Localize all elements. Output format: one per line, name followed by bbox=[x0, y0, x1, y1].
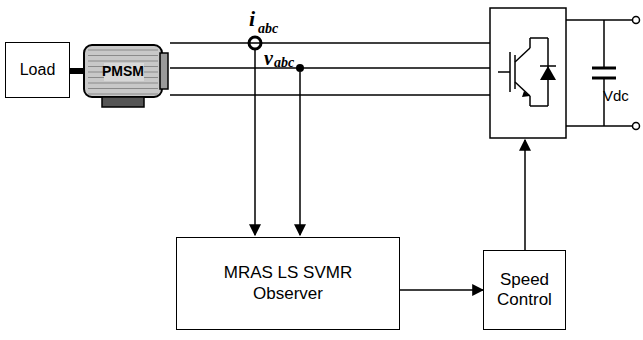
diode-symbol bbox=[540, 66, 556, 80]
motor-shaft bbox=[70, 68, 84, 74]
signal-subscript: abc bbox=[258, 22, 278, 36]
load-box: Load bbox=[5, 42, 70, 98]
capacitor-plate bbox=[592, 77, 616, 80]
voltage-signal-arrow bbox=[299, 72, 301, 235]
motor-fin bbox=[88, 61, 158, 62]
capacitor-plate bbox=[592, 67, 616, 70]
motor-fin bbox=[88, 50, 158, 51]
node-text: MRAS LS SVMR Observer bbox=[208, 263, 368, 304]
voltage-tap bbox=[296, 64, 304, 72]
gate-signal-arrow bbox=[524, 140, 526, 250]
dc-terminal bbox=[633, 17, 640, 24]
node-text: Speed Control bbox=[490, 270, 560, 311]
motor-endcap bbox=[160, 53, 168, 89]
dc-terminal bbox=[633, 123, 640, 130]
voltage-label: Vdc bbox=[603, 88, 629, 103]
motor-foot bbox=[102, 97, 144, 107]
signal-subscript: abc bbox=[274, 56, 294, 70]
motor-fin bbox=[88, 83, 158, 84]
phase-wires bbox=[170, 43, 490, 95]
dc-link bbox=[566, 20, 632, 126]
motor-symbol: PMSM bbox=[82, 35, 170, 110]
control-box: Speed Control bbox=[483, 250, 566, 330]
signal-name: i bbox=[249, 8, 255, 30]
signal-name: v bbox=[264, 48, 273, 68]
motor-body bbox=[84, 45, 162, 97]
current-sensor bbox=[249, 37, 261, 49]
igbt-symbol bbox=[498, 38, 556, 106]
motor-fin bbox=[88, 55, 158, 56]
igbt-arrow bbox=[522, 91, 530, 97]
current-signal-arrow bbox=[254, 49, 256, 235]
signal-arrow bbox=[400, 289, 483, 291]
inverter-box bbox=[490, 8, 566, 138]
motor-fin bbox=[88, 94, 158, 95]
motor-fin bbox=[88, 88, 158, 89]
node-text: Load bbox=[20, 60, 56, 79]
node-text: PMSM bbox=[86, 63, 160, 80]
observer-box: MRAS LS SVMR Observer bbox=[176, 237, 400, 330]
